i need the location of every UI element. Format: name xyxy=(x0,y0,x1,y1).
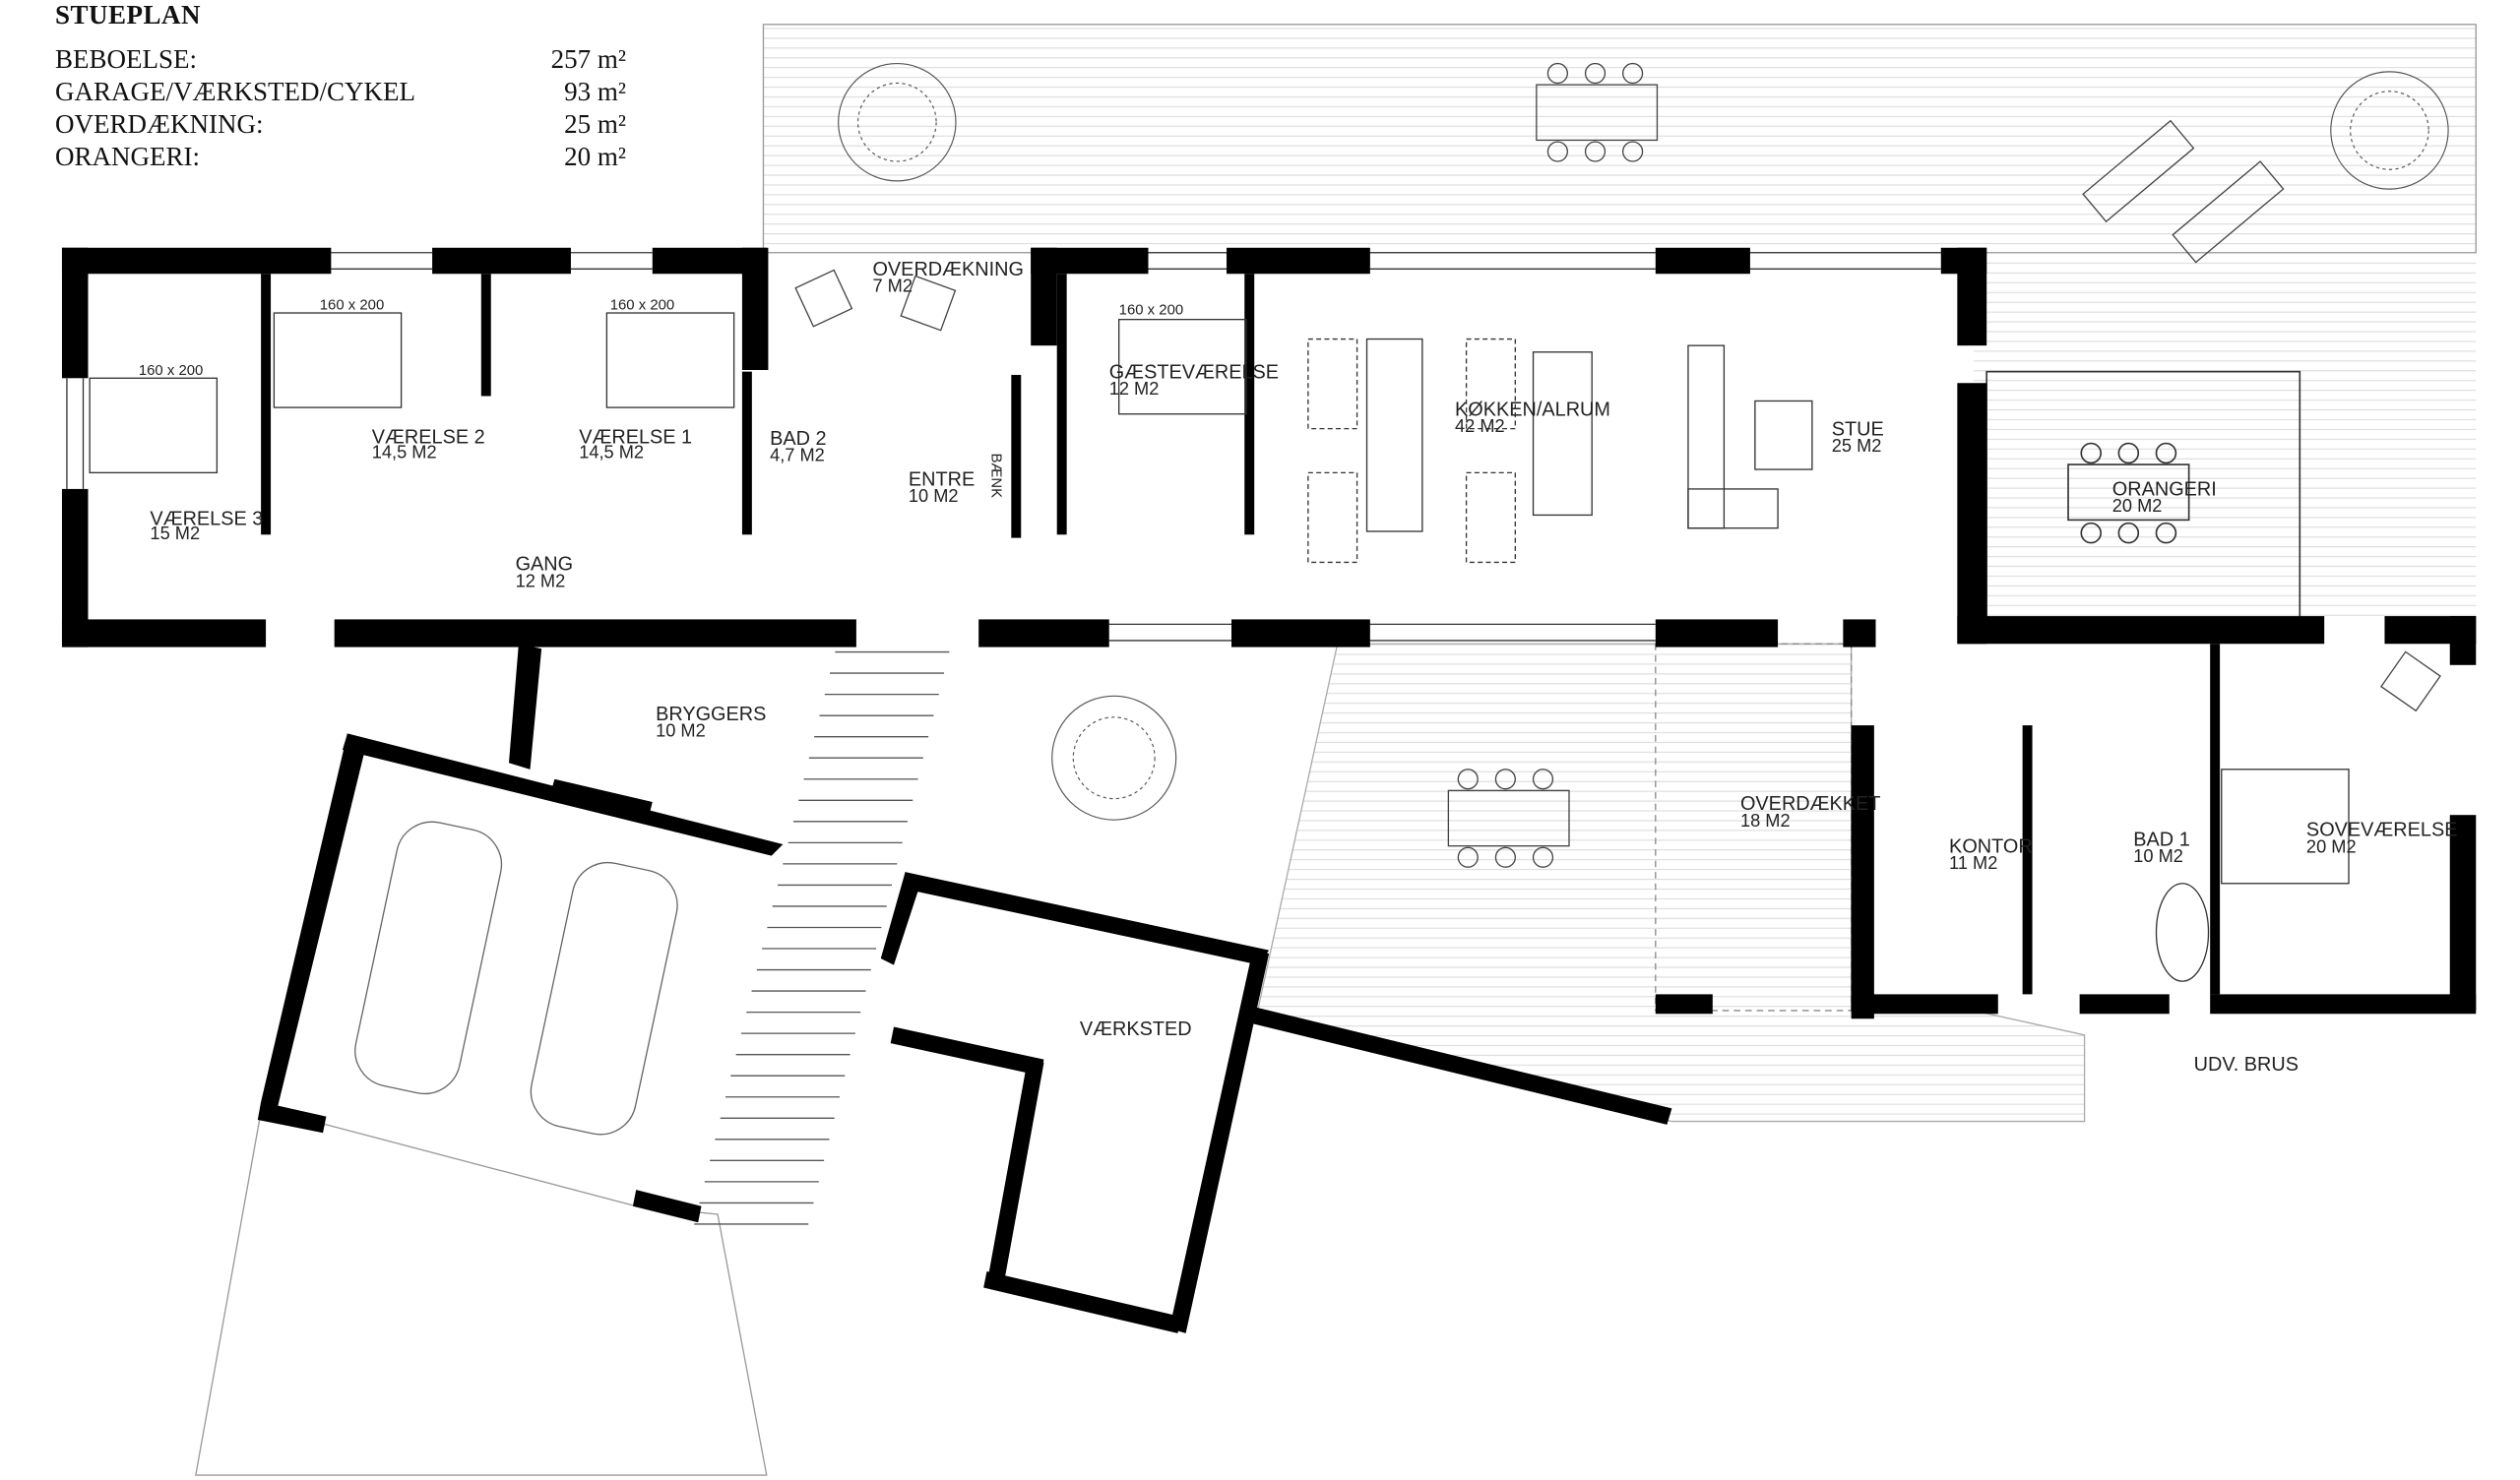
room-area: 18 M2 xyxy=(1740,811,1791,831)
room-area: 10 M2 xyxy=(2133,846,2183,866)
bed-dimension: 160 x 200 xyxy=(320,298,384,314)
tree-symbol xyxy=(838,63,2449,821)
plan-title: STUEPLAN xyxy=(55,0,202,30)
room-area: 12 M2 xyxy=(1109,379,1160,399)
room-label: KONTOR xyxy=(1949,835,2033,857)
room-label: ENTRE xyxy=(909,469,975,491)
room-area: 20 M2 xyxy=(2306,836,2357,856)
legend-label: GARAGE/VÆRKSTED/CYKEL xyxy=(55,77,416,106)
terrace-north xyxy=(762,24,2477,620)
room-label: SOVEVÆRELSE xyxy=(2306,820,2458,841)
walkway-slats xyxy=(694,650,950,1225)
kitchen-island xyxy=(1307,338,1593,564)
legend-value: 93 m² xyxy=(564,77,626,106)
bed-symbol xyxy=(89,312,2350,885)
bed-dimension: 160 x 200 xyxy=(1119,303,1183,319)
outdoor-dining-table xyxy=(1447,62,1659,868)
room-label: BÆNK xyxy=(987,453,1003,498)
legend-row-garage: GARAGE/VÆRKSTED/CYKEL 93 m² xyxy=(55,77,626,109)
legend-value: 20 m² xyxy=(564,142,626,171)
legend-label: OVERDÆKNING: xyxy=(55,109,264,139)
driveway xyxy=(195,1110,768,1476)
walls xyxy=(61,247,2477,1333)
legend-row-overdaekning: OVERDÆKNING: 25 m² xyxy=(55,109,626,142)
room-label: OVERDÆKNING xyxy=(872,259,1024,280)
room-area: 11 M2 xyxy=(1949,853,1997,873)
room-area: 14,5 M2 xyxy=(579,442,644,462)
room-label: BAD 1 xyxy=(2133,830,2189,851)
room-label: STUE xyxy=(1832,418,1884,440)
room-area: 7 M2 xyxy=(872,276,913,295)
legend-value: 257 m² xyxy=(550,44,626,74)
room-area: 10 M2 xyxy=(656,721,706,741)
legend-label: ORANGERI: xyxy=(55,142,200,171)
legend-row-orangeri: ORANGERI: 20 m² xyxy=(55,142,626,174)
room-label: KØKKEN/ALRUM xyxy=(1455,399,1610,420)
room-labels: 160 x 200 VÆRELSE 3 15 M2 160 x 200 VÆRE… xyxy=(139,259,2458,1076)
legend-row-beboelse: BEBOELSE: 257 m² xyxy=(55,44,626,77)
room-area: 15 M2 xyxy=(150,524,200,543)
room-area: 20 M2 xyxy=(2112,496,2163,516)
room-label: VÆRELSE 3 xyxy=(150,508,263,529)
windows xyxy=(66,252,1941,642)
room-label: VÆRKSTED xyxy=(1080,1018,1192,1040)
room-label: GÆSTEVÆRELSE xyxy=(1109,361,1279,383)
bathtub-symbol xyxy=(2155,883,2210,982)
legend-value: 25 m² xyxy=(564,109,626,139)
room-label: VÆRELSE 1 xyxy=(579,427,692,449)
area-legend: STUEPLAN BEBOELSE: 257 m² GARAGE/VÆRKSTE… xyxy=(55,0,626,174)
room-area: 25 M2 xyxy=(1832,436,1882,456)
armchair-symbol xyxy=(794,269,2441,712)
sun-lounger-symbol xyxy=(2082,119,2285,264)
room-area: 10 M2 xyxy=(909,486,959,506)
room-label: BRYGGERS xyxy=(656,704,766,725)
room-area: 12 M2 xyxy=(516,571,566,590)
room-area: 42 M2 xyxy=(1455,416,1505,436)
room-label: OVERDÆKKET xyxy=(1740,793,1880,815)
room-label: GANG xyxy=(516,554,574,576)
room-area: 14,5 M2 xyxy=(372,442,437,462)
bed-dimension: 160 x 200 xyxy=(139,363,203,379)
room-label: BAD 2 xyxy=(770,428,826,450)
room-area: 4,7 M2 xyxy=(770,446,825,465)
bed-dimension: 160 x 200 xyxy=(610,298,674,314)
room-label: UDV. BRUS xyxy=(2194,1054,2299,1076)
legend-label: BEBOELSE: xyxy=(55,44,198,74)
sofa-symbol xyxy=(1687,344,1813,529)
car-symbol xyxy=(354,821,678,1136)
room-label: ORANGERI xyxy=(2112,479,2217,501)
room-label: VÆRELSE 2 xyxy=(372,427,485,449)
